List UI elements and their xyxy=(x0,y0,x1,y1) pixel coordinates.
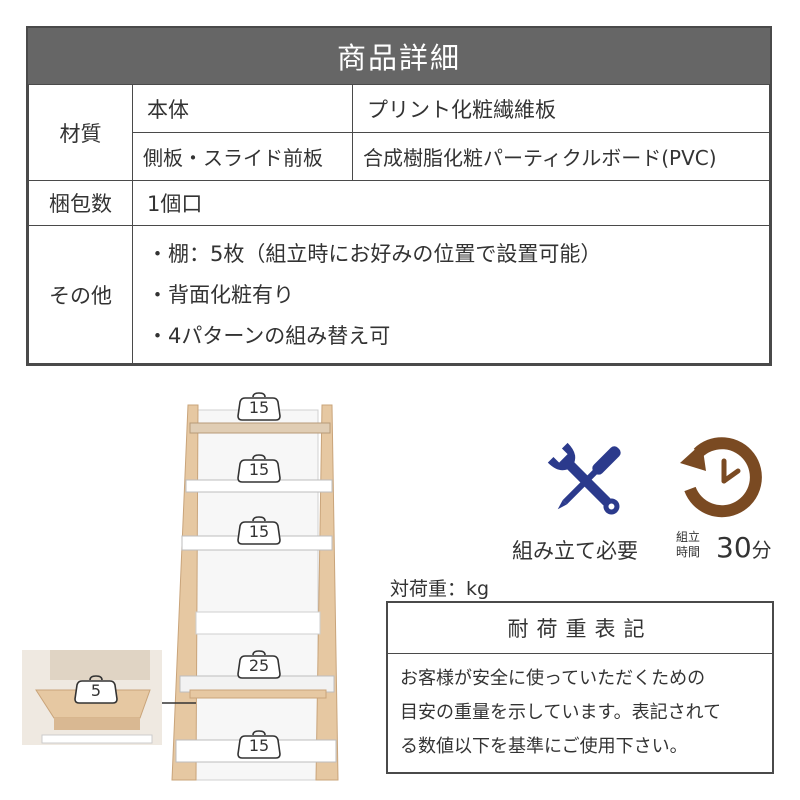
load-notice-body: お客様が安全に使っていただくための 目安の重量を示しています。表記されて る数値… xyxy=(388,654,772,764)
other-row: その他 ・棚：5枚（組立時にお好みの位置で設置可能） ・背面化粧有り ・4パター… xyxy=(28,225,770,364)
weight-badge: 15 xyxy=(237,730,281,760)
assembly-time: 30分 xyxy=(716,531,772,564)
assembly-time-caption: 組立時間 xyxy=(675,530,700,559)
material-label: 材質 xyxy=(28,84,133,181)
assembly-time-number: 30 xyxy=(716,531,752,564)
weight-badge: 15 xyxy=(237,516,281,546)
tools-icon xyxy=(547,442,621,515)
load-notice-line: お客様が安全に使っていただくための xyxy=(400,668,706,689)
spec-table: 商品詳細 材質 本体 プリント化粧繊維板 側板・スライド前板 合成樹脂化粧パーテ… xyxy=(26,26,772,366)
package-row: 梱包数 1個口 xyxy=(28,180,770,226)
assembly-time-unit: 分 xyxy=(751,538,772,562)
load-notice-line: 目安の重量を示しています。表記されて xyxy=(400,702,722,723)
other-item: ・棚：5枚（組立時にお好みの位置で設置可能） xyxy=(147,242,602,266)
load-notice-line: る数値以下を基準にご使用下さい。 xyxy=(400,736,688,757)
weight-badge: 15 xyxy=(237,454,281,484)
other-item: ・4パターンの組み替え可 xyxy=(147,324,391,348)
material-value-2: 合成樹脂化粧パーティクルボード(PVC) xyxy=(352,132,770,181)
weight-value: 5 xyxy=(90,681,102,700)
load-unit-label: 対荷重：kg xyxy=(390,578,490,600)
weight-badge-slide: 5 xyxy=(74,675,118,705)
clock-icon xyxy=(680,437,762,518)
weight-badge: 25 xyxy=(237,650,281,680)
weight-value: 15 xyxy=(248,522,270,541)
weight-value: 15 xyxy=(248,460,270,479)
weight-badge: 15 xyxy=(237,392,281,422)
load-notice-title: 耐荷重表記 xyxy=(388,603,772,654)
spec-table-title: 商品詳細 xyxy=(28,28,770,84)
other-items: ・棚：5枚（組立時にお好みの位置で設置可能） ・背面化粧有り ・4パターンの組み… xyxy=(132,225,770,364)
material-row-2: 側板・スライド前板 合成樹脂化粧パーティクルボード(PVC) xyxy=(29,132,770,181)
other-item: ・背面化粧有り xyxy=(147,283,294,307)
other-label: その他 xyxy=(28,225,133,364)
weight-value: 15 xyxy=(248,736,270,755)
weight-value: 25 xyxy=(248,656,270,675)
assembly-required-label: 組み立て必要 xyxy=(512,539,638,563)
load-notice: 耐荷重表記 お客様が安全に使っていただくための 目安の重量を示しています。表記さ… xyxy=(386,601,774,774)
spec-grid: 材質 本体 プリント化粧繊維板 側板・スライド前板 合成樹脂化粧パーティクルボー… xyxy=(28,84,770,364)
weight-value: 15 xyxy=(248,398,270,417)
material-part-1: 本体 xyxy=(132,84,353,133)
